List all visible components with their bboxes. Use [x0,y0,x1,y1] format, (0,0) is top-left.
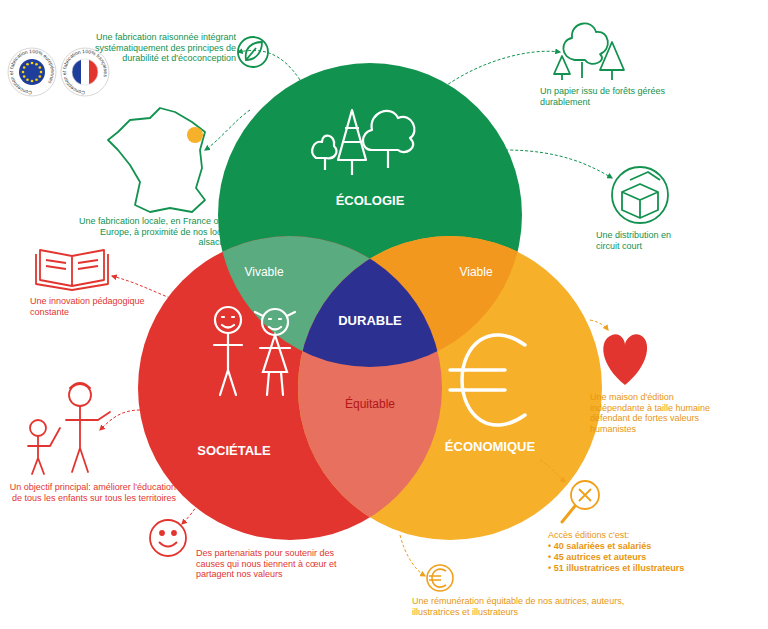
euro-coin-icon [427,565,453,591]
callout-text: Une rémunération équitable de nos autric… [412,596,642,617]
tree-icon [312,110,414,175]
children-icon [214,307,295,395]
smiley-icon [150,520,186,556]
leader-lines [100,50,612,576]
badge-france: Conception et fabrication 100% française… [61,48,109,96]
svg-text:Conception et fabrication 100%: Conception et fabrication 100% européenn… [8,48,56,96]
viable-region: Viable [455,261,496,283]
book-icon [36,250,108,290]
france-map [108,108,205,212]
forest-icon [554,23,624,80]
callout-text: Une maison d'édition indépendante à tail… [590,392,730,434]
venn-circles [138,63,602,540]
node-label: Vivable [244,265,283,279]
box-icon [612,167,668,223]
node-label: ÉCONOMIQUE [445,439,535,454]
node-label: Équitable [345,397,395,411]
leaf-icon [238,37,268,67]
node-label: SOCIÉTALE [197,443,270,458]
badge-eu: Conception et fabrication 100% européenn… [8,48,56,96]
magnifier-icon [562,481,599,522]
equitable-region: Équitable [341,393,399,415]
heart-icon [603,334,647,385]
callout-text: Un papier issu de forêts gérées durablem… [540,86,690,107]
node-label: Viable [459,265,492,279]
callout-text: Une innovation pédagogique constante [30,296,150,317]
callout-text: Une fabrication locale, en France ou en … [78,216,236,248]
callout-text: Des partenariats pour soutenir des cause… [196,548,361,580]
stat-heading: Accès éditions c'est: [548,530,718,541]
callout-text: Une fabrication raisonnée intégrant syst… [66,32,236,64]
badge-text: Conception et fabrication 100% française… [61,48,109,96]
node-label: DURABLE [338,313,402,328]
badge-text: Conception et fabrication 100% européenn… [8,48,56,96]
stat-item: • 51 illustratrices et illustrateurs [548,563,718,574]
societale-circle: SOCIÉTALE [138,236,442,540]
callout-text: Une distribution en circuit court [596,230,696,251]
node-label: ÉCOLOGIE [336,193,405,208]
callout-text: Un objectif principal: améliorer l'éduca… [6,482,176,503]
svg-text:Conception et fabrication 100%: Conception et fabrication 100% française… [61,48,109,96]
euro-icon [450,335,525,425]
stat-item: • 40 salariées et salariés [548,541,718,552]
durable-region: DURABLE [334,309,406,332]
stat-item: • 45 autrices et auteurs [548,552,718,563]
economique-circle: ÉCONOMIQUE [298,236,602,540]
vivable-region: Vivable [240,261,287,283]
family-icon [28,383,110,474]
